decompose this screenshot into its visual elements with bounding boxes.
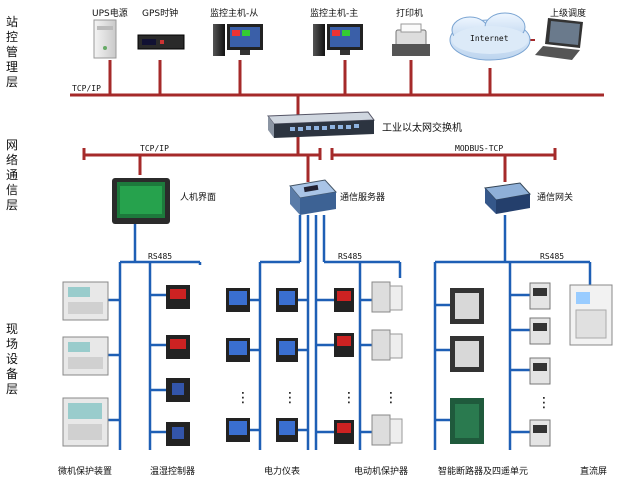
printer-label: 打印机 — [396, 9, 424, 19]
layer-label-network: 网络通信层 — [6, 138, 19, 212]
motor-protectors: ⋮ — [334, 281, 403, 446]
breaker-label: 智能断路器及四遥单元 — [438, 467, 529, 477]
svg-text:⋮: ⋮ — [342, 390, 356, 406]
gateway-device — [483, 182, 531, 214]
monitor-master-label: 监控主机-主 — [310, 9, 359, 19]
dispatch-label: 上级调度 — [550, 9, 587, 19]
switch-label: 工业以太网交换机 — [382, 123, 462, 134]
monitor-slave-device — [213, 24, 263, 56]
comm-server-device — [289, 179, 337, 215]
hmi-label: 人机界面 — [180, 193, 217, 203]
internet-label: Internet — [470, 34, 509, 43]
laptop-device — [535, 18, 583, 60]
ups-label: UPS电源 — [92, 9, 128, 19]
comm-server-label: 通信服务器 — [340, 193, 386, 203]
protection-label: 微机保护装置 — [58, 467, 113, 477]
svg-text:⋮: ⋮ — [384, 390, 398, 406]
svg-text:⋮: ⋮ — [236, 390, 250, 406]
internet-cloud — [449, 12, 531, 61]
smart-breakers: ⋮ — [450, 282, 551, 447]
field-bus-lines — [108, 215, 592, 450]
monitor-master-device — [313, 24, 363, 56]
motor-prot-label: 电动机保护器 — [354, 467, 409, 477]
temp-humidity-controllers — [166, 285, 190, 446]
rs485-label-a: RS485 — [148, 252, 173, 261]
layer-label-field: 现场设备层 — [6, 322, 19, 396]
rs485-label-b: RS485 — [338, 252, 363, 261]
dc-panel — [569, 284, 613, 346]
hmi-device — [112, 178, 170, 224]
modbus-label: MODBUS-TCP — [455, 144, 504, 153]
gateway-label: 通信网关 — [537, 193, 574, 203]
meter-label: 电力仪表 — [264, 467, 301, 477]
station-bus-lines — [70, 39, 604, 182]
printer-device — [392, 23, 430, 56]
power-meters: ⋮ ⋮ ⋮ — [226, 288, 356, 442]
protection-relays — [62, 281, 109, 447]
top-tcpip-label: TCP/IP — [72, 84, 101, 93]
temp-ctrl-label: 温湿控制器 — [150, 467, 196, 477]
svg-text:⋮: ⋮ — [537, 395, 551, 411]
layer-label-station: 站控管理层 — [6, 15, 19, 89]
svg-text:⋮: ⋮ — [283, 390, 297, 406]
monitor-slave-label: 监控主机-从 — [210, 9, 259, 19]
mid-tcpip-label: TCP/IP — [140, 144, 169, 153]
ups-device — [93, 19, 117, 59]
gps-label: GPS时钟 — [142, 9, 179, 19]
dc-panel-label: 直流屏 — [580, 467, 608, 477]
gps-clock-device — [137, 34, 185, 50]
rs485-label-c: RS485 — [540, 252, 565, 261]
ethernet-switch — [267, 111, 375, 138]
